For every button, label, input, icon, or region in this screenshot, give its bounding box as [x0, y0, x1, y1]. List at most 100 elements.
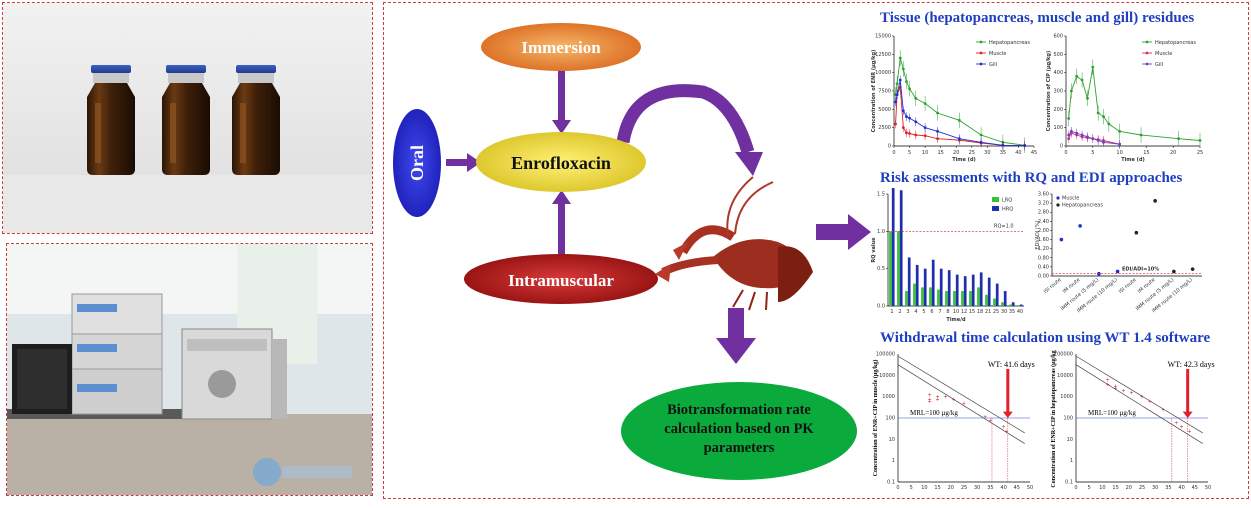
data-point: +	[1106, 378, 1110, 384]
risk-assessment-title: Risk assessments with RQ and EDI approac…	[880, 170, 1183, 186]
legend-marker	[1145, 62, 1149, 66]
data-point: +	[988, 418, 992, 424]
legend-swatch	[992, 197, 999, 202]
y-tick-label: 0	[888, 144, 891, 150]
x-tick-label: 30	[984, 150, 990, 156]
x-tick-label: 0	[1064, 150, 1067, 156]
legend-label: Muscle	[1062, 196, 1079, 202]
bar	[921, 287, 924, 306]
data-point	[1086, 135, 1089, 139]
legend-marker	[1145, 40, 1149, 44]
y-tick-label: 2.00	[1038, 228, 1049, 234]
data-point	[979, 140, 983, 144]
data-point: +	[1187, 429, 1191, 435]
mrl-label: MRL=100 µg/kg	[910, 409, 958, 417]
y-tick-label: 2.40	[1038, 219, 1049, 225]
y-axis-label: RQ value	[871, 237, 877, 263]
data-point: +	[951, 397, 955, 403]
y-tick-label: 100	[1063, 416, 1073, 422]
data-point	[1115, 269, 1120, 274]
legend-marker	[979, 40, 983, 44]
bar	[1017, 305, 1020, 306]
data-point	[908, 87, 911, 91]
bar	[1019, 304, 1023, 306]
data-point	[914, 120, 918, 124]
x-tick-label: 15	[1143, 150, 1149, 156]
withdrawal-time-title: Withdrawal time calculation using WT 1.4…	[880, 330, 1211, 346]
data-point	[901, 109, 905, 113]
data-point: +	[1140, 395, 1144, 401]
legend-marker	[1056, 196, 1060, 200]
bar	[953, 291, 956, 306]
data-point	[895, 93, 899, 97]
legend-label: LRQ	[1002, 198, 1012, 204]
x-tick-label: 35	[1165, 485, 1171, 491]
y-tick-label: 0.40	[1038, 264, 1049, 270]
data-point	[1198, 139, 1202, 142]
vial-1	[87, 65, 135, 175]
data-point	[1102, 115, 1105, 119]
bar	[1003, 291, 1007, 306]
mass-spectrometer	[181, 328, 287, 420]
data-point	[1172, 269, 1176, 274]
y-tick-label: 200	[1053, 107, 1063, 113]
wt-label: WT: 42.3 days	[1168, 360, 1215, 369]
data-point	[1118, 129, 1121, 133]
wt-arrow-shaft	[1006, 368, 1010, 414]
x-tick-label: 6	[930, 309, 933, 315]
y-axis-label: Concentration of CIP (µg/kg)	[1046, 51, 1052, 132]
x-tick-label: 15	[934, 485, 940, 491]
watermark-logo	[253, 458, 281, 486]
x-tick-label: 15	[1112, 485, 1118, 491]
series-line	[895, 87, 1025, 147]
arrow-curved-to-crayfish	[616, 84, 763, 176]
legend-swatch	[992, 206, 999, 211]
bar	[899, 190, 903, 306]
legend-label: Hepatopancreas	[1155, 40, 1196, 46]
x-tick-label: ISI route	[1043, 277, 1063, 295]
intramuscular-node	[464, 254, 658, 304]
x-tick-label: ISI route	[1118, 277, 1138, 295]
arrow-to-biotransformation	[716, 308, 756, 364]
data-point: +	[1121, 388, 1125, 394]
y-tick-label: 1.60	[1038, 237, 1049, 243]
y-tick-label: 0.0	[877, 304, 885, 310]
y-tick-label: 500	[1053, 52, 1063, 58]
x-tick-label: 15	[969, 309, 975, 315]
y-tick-label: 5000	[878, 107, 891, 113]
data-point: +	[935, 397, 939, 403]
y-tick-label: 400	[1053, 70, 1063, 76]
x-tick-label: 12	[961, 309, 967, 315]
arrow-im-to-enr	[552, 190, 571, 254]
hplc-photo-panel	[6, 243, 373, 496]
arrow-immersion-to-enr	[552, 70, 571, 134]
x-tick-label: 25	[1197, 150, 1203, 156]
y-tick-label: 2.80	[1038, 210, 1049, 216]
wt-arrow-head	[1002, 411, 1013, 418]
x-tick-label: 25	[1139, 485, 1145, 491]
data-point	[898, 78, 902, 82]
y-axis-label: Concentration of ENR+CIP in muscle (µg/k…	[872, 360, 879, 477]
main-diagram-panel	[383, 2, 1249, 499]
bar	[889, 231, 892, 306]
data-point	[908, 132, 911, 135]
data-point	[936, 137, 939, 141]
legend-label: Hepatopancreas	[989, 40, 1030, 46]
bar	[985, 294, 988, 306]
series-line	[1068, 67, 1201, 141]
bar	[987, 277, 991, 306]
x-tick-label: 45	[1014, 485, 1020, 491]
bar	[947, 270, 951, 306]
oral-label: Oral	[407, 145, 427, 181]
oral-node	[393, 109, 441, 217]
y-tick-label: 12500	[875, 52, 891, 58]
data-point	[1069, 89, 1073, 93]
arrow-oral-to-enr	[446, 153, 481, 172]
data-point	[1102, 140, 1105, 144]
biotransformation-node	[621, 382, 857, 480]
y-tick-label: 10000	[875, 70, 891, 76]
hplc-photo	[7, 244, 372, 495]
